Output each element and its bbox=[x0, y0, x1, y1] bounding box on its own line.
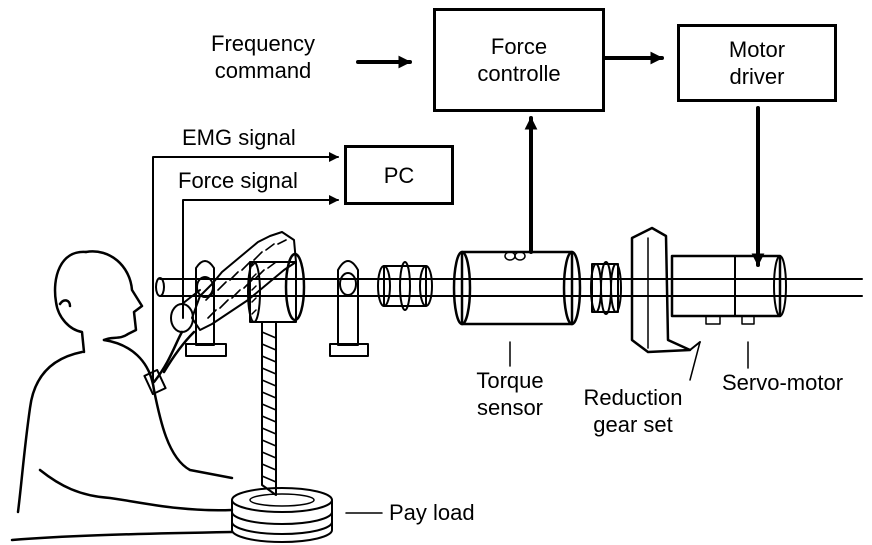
emg-signal-label: EMG signal bbox=[182, 125, 296, 150]
left-bearing-support bbox=[185, 260, 227, 357]
sprocket-wheel bbox=[247, 252, 306, 323]
drive-shaft bbox=[155, 277, 863, 297]
pay-load-weights bbox=[231, 487, 383, 543]
servo-motor-body bbox=[670, 254, 787, 369]
torque-sensor-body bbox=[452, 250, 582, 367]
shaft-coupling-left bbox=[377, 261, 433, 311]
pc-block: PC bbox=[344, 145, 454, 205]
pay-load-label: Pay load bbox=[389, 500, 475, 525]
human-operator bbox=[10, 250, 234, 542]
pc-label: PC bbox=[383, 162, 415, 188]
middle-bearing-support bbox=[329, 260, 369, 357]
torque-sensor-label: Torque sensor bbox=[476, 368, 544, 420]
force-controller-label: Force controlle bbox=[477, 34, 561, 86]
reduction-gear-set-label: Reduction gear set bbox=[583, 385, 683, 437]
servo-motor-label: Servo-motor bbox=[722, 370, 844, 395]
shaft-coupling-right bbox=[590, 261, 622, 315]
force-signal-label: Force signal bbox=[178, 168, 298, 193]
hanging-chain bbox=[261, 321, 277, 496]
reduction-gear-housing bbox=[630, 226, 701, 381]
motor-driver-label: Motor driver bbox=[728, 37, 786, 89]
emg-signal-line bbox=[152, 152, 339, 384]
force-controller-block: Force controlle bbox=[433, 8, 605, 112]
motor-driver-block: Motor driver bbox=[677, 24, 837, 102]
frequency-command-label: Frequency command bbox=[211, 31, 315, 83]
sprocket-chain-upper bbox=[191, 231, 297, 331]
